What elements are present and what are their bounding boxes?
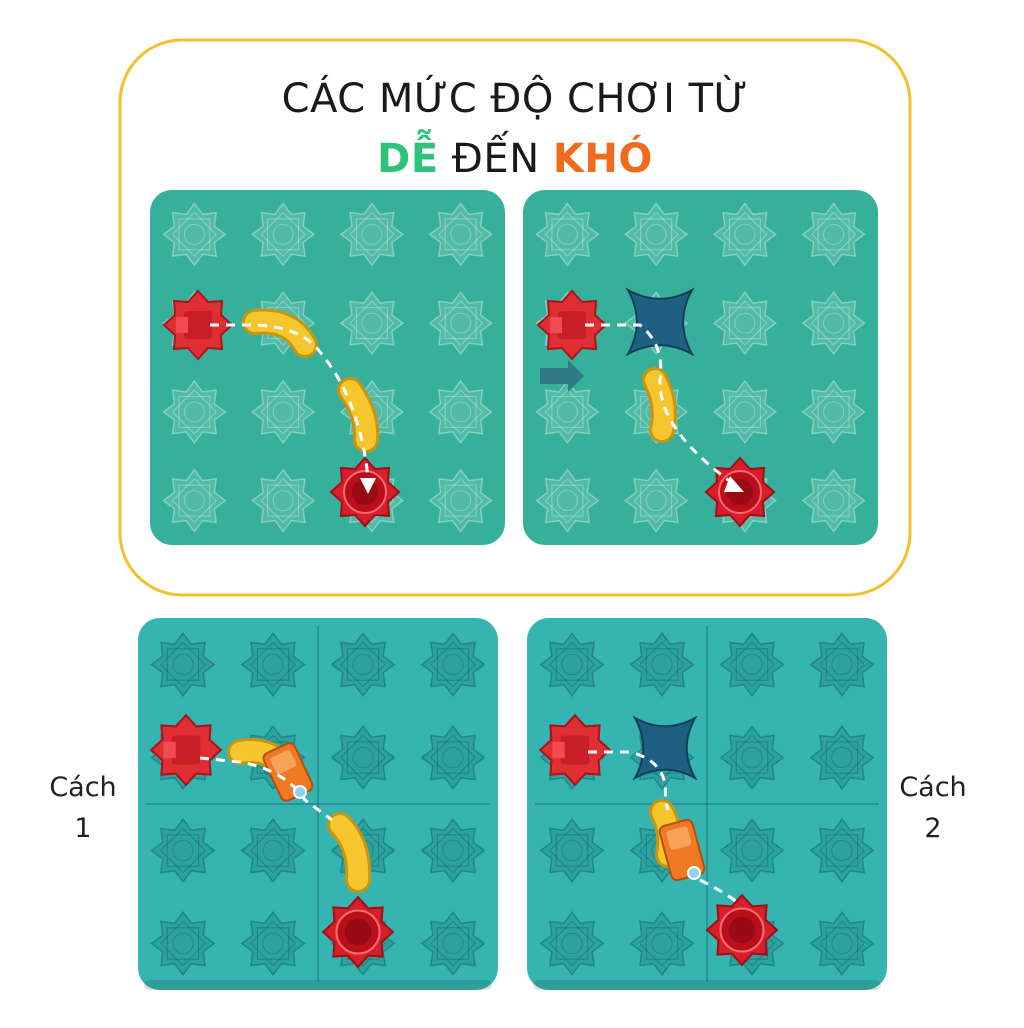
star-pattern-icon — [240, 911, 306, 976]
hard-level-board-base — [523, 190, 878, 545]
level-frame — [118, 38, 912, 597]
solution-1-label: Cách 1 — [38, 767, 128, 849]
easy-word: DỄ — [377, 136, 439, 182]
star-pattern-icon — [420, 725, 486, 790]
star-pattern-icon — [713, 202, 777, 267]
curve-piece-easy-2 — [340, 380, 377, 450]
curve-piece-easy-1 — [245, 311, 315, 355]
cannon-piece-sol2-top — [666, 826, 692, 850]
dashed-arrow-icon — [199, 756, 333, 822]
star-pattern-icon — [713, 291, 777, 355]
dashed-arrow-icon-arrowhead — [724, 476, 744, 492]
star-pattern-icon — [420, 818, 486, 883]
solution-2-number: 2 — [924, 813, 942, 844]
star-pattern-icon — [251, 202, 315, 267]
dashed-arrow-icon — [699, 878, 742, 907]
star-pattern-icon — [150, 911, 216, 976]
star-pattern-icon — [150, 632, 216, 697]
title-line-2: DỄ ĐẾN KHÓ — [120, 136, 910, 182]
solution-2-label: Cách 2 — [888, 767, 978, 849]
star-pattern-icon — [809, 632, 875, 697]
star-pattern-icon — [629, 911, 695, 976]
star-pattern-icon — [251, 468, 315, 533]
star-pattern-icon — [428, 291, 493, 355]
solution-1-number: 1 — [74, 813, 92, 844]
star-pattern-icon — [428, 468, 493, 533]
marble-icon — [687, 866, 701, 880]
star-pattern-icon — [240, 818, 306, 883]
dashed-arrow-icon — [585, 323, 736, 487]
star-pattern-icon — [150, 818, 216, 883]
star-pattern-icon — [713, 380, 777, 444]
star-pattern-icon — [535, 202, 600, 267]
star-pattern-icon — [240, 632, 306, 697]
solution-1-board — [138, 618, 498, 990]
star-pattern-icon — [719, 632, 785, 697]
hard-level-board — [523, 190, 878, 545]
easy-level-board-base — [150, 190, 505, 545]
star-pattern-icon — [330, 725, 396, 790]
solution-2-word: Cách — [899, 772, 967, 803]
dashed-arrow-icon — [210, 323, 370, 479]
star-pattern-icon — [801, 202, 866, 267]
star-pattern-icon — [162, 380, 227, 444]
goal-piece-sol1 — [322, 896, 394, 968]
star-pattern-icon — [624, 202, 688, 267]
start-piece-sol1 — [150, 714, 222, 786]
star-pattern-icon — [535, 468, 600, 533]
star-pattern-icon — [719, 818, 785, 883]
star-pattern-icon — [801, 291, 866, 355]
solution-2-board-edge — [533, 980, 881, 990]
star-pattern-icon — [162, 468, 227, 533]
solution-1-board-base — [138, 618, 498, 990]
goal-piece-sol2 — [706, 894, 778, 966]
star-pattern-icon — [428, 202, 493, 267]
easy-level-board — [150, 190, 505, 545]
solution-1-board-edge — [144, 980, 492, 990]
start-piece-easy — [163, 290, 233, 360]
hard-word: KHÓ — [552, 136, 653, 182]
star-pattern-icon — [162, 202, 227, 267]
curve-piece-hard — [645, 370, 674, 440]
star-pattern-icon — [539, 632, 605, 697]
middle-word: ĐẾN — [451, 136, 540, 182]
star-pattern-icon — [801, 468, 866, 533]
star-pattern-icon — [428, 380, 493, 444]
star-pattern-icon — [330, 632, 396, 697]
cannon-piece-sol1-top — [270, 750, 297, 775]
star-pattern-icon — [719, 725, 785, 790]
star-pattern-icon — [340, 291, 404, 355]
marble-icon — [293, 785, 307, 799]
solution-2-board — [527, 618, 887, 990]
star-pattern-icon — [624, 468, 688, 533]
goal-piece-easy — [330, 457, 400, 527]
direction-arrow-icon — [540, 360, 584, 392]
cannon-piece-sol2 — [658, 818, 706, 882]
title-line-1: CÁC MỨC ĐỘ CHƠI TỪ — [281, 76, 749, 122]
start-piece-sol2 — [539, 714, 611, 786]
star-pattern-icon — [629, 632, 695, 697]
star-pattern-icon — [535, 380, 600, 444]
turn-piece-sol2 — [632, 715, 698, 781]
dashed-arrow-icon-arrowhead — [360, 478, 376, 494]
star-pattern-icon — [809, 818, 875, 883]
star-pattern-icon — [420, 911, 486, 976]
star-pattern-icon — [340, 202, 404, 267]
solution-1-word: Cách — [49, 772, 117, 803]
star-pattern-icon — [420, 632, 486, 697]
star-pattern-icon — [539, 818, 605, 883]
star-pattern-icon — [251, 380, 315, 444]
star-pattern-icon — [801, 380, 866, 444]
star-pattern-icon — [809, 725, 875, 790]
start-piece-hard — [537, 290, 607, 360]
curve-piece-sol1-2 — [330, 815, 369, 890]
star-pattern-icon — [539, 911, 605, 976]
star-pattern-icon — [809, 911, 875, 976]
turn-piece-hard — [625, 287, 695, 357]
solution-2-board-base — [527, 618, 887, 990]
